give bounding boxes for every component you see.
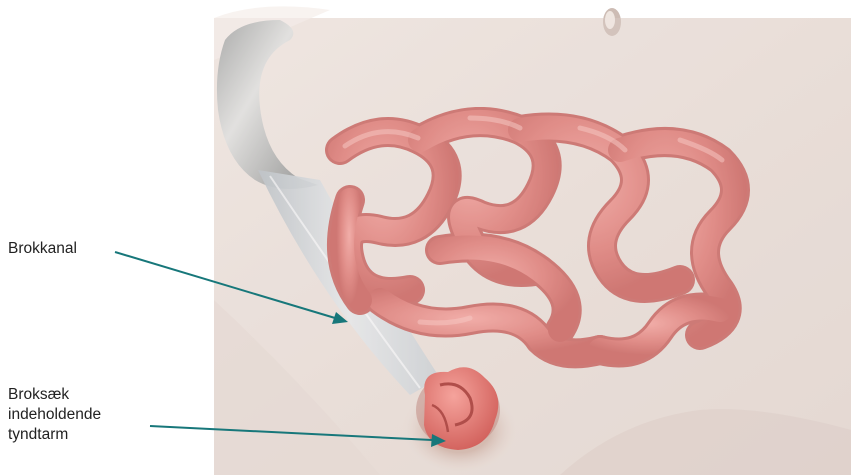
label-hernia-sac: Broksæk indeholdende tyndtarm — [8, 385, 101, 445]
label-hernia-canal: Brokkanal — [8, 239, 77, 259]
skin-overlay — [214, 18, 851, 475]
label-hernia-sac-line2: indeholdende — [8, 405, 101, 425]
label-hernia-sac-line3: tyndtarm — [8, 425, 101, 445]
label-hernia-sac-line1: Broksæk — [8, 385, 101, 405]
